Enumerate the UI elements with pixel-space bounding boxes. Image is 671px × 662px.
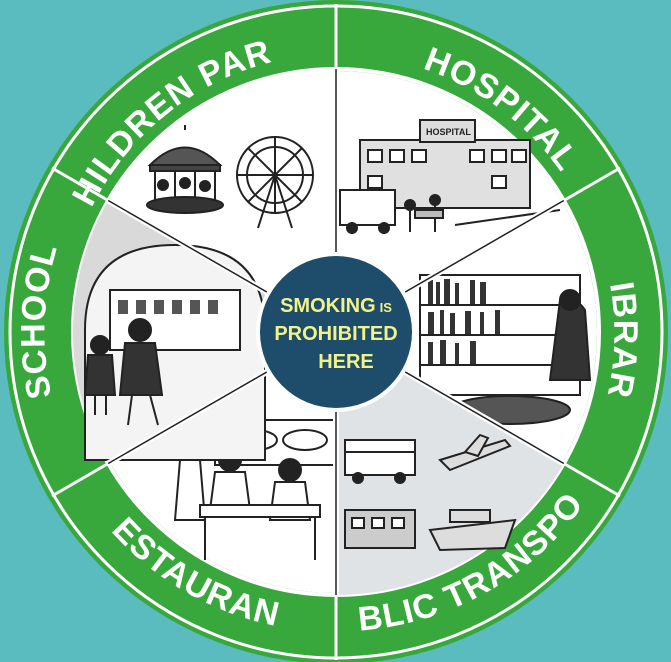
bookshelf-icon bbox=[419, 274, 592, 425]
hospital-building-icon: HOSPITAL bbox=[339, 119, 561, 234]
bus-plane-train-ship-icon bbox=[344, 433, 517, 552]
center-badge bbox=[260, 256, 412, 408]
school-building-icon bbox=[83, 243, 266, 461]
svg-text:HOSPITAL: HOSPITAL bbox=[426, 127, 471, 137]
segment-library bbox=[419, 274, 592, 425]
center-line-2: PROHIBITED bbox=[274, 323, 397, 345]
center-line-3: HERE bbox=[318, 351, 374, 373]
segment-hospital: HOSPITAL bbox=[339, 119, 561, 234]
carousel-ferris-wheel-icon bbox=[146, 125, 314, 229]
segment-public-transport bbox=[336, 332, 564, 595]
segment-children-park bbox=[108, 68, 336, 332]
segment-school bbox=[72, 200, 337, 464]
ring-dividers bbox=[51, 4, 621, 660]
